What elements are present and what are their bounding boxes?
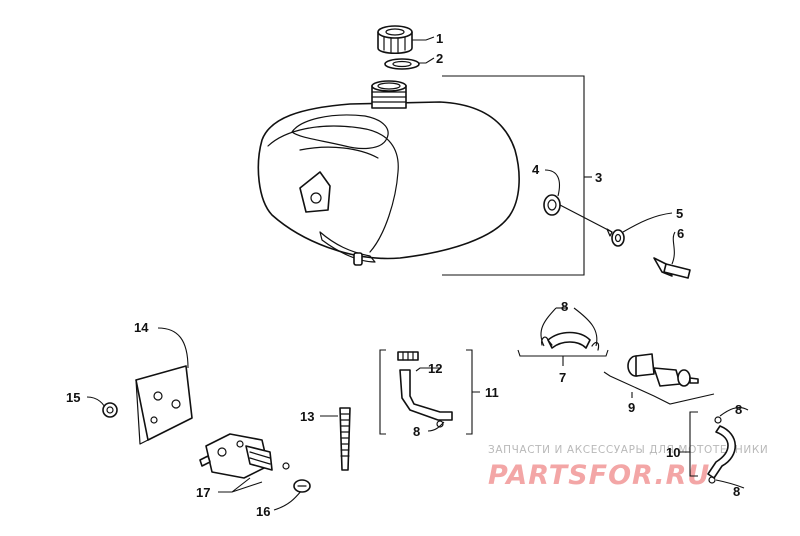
callout-16: 16 xyxy=(256,504,270,519)
fuel-hose-10 xyxy=(707,416,736,484)
callout-4: 4 xyxy=(532,162,540,177)
callout-6: 6 xyxy=(677,226,684,241)
fuel-cap xyxy=(377,25,413,55)
callout-10: 10 xyxy=(666,445,680,460)
nut xyxy=(102,402,118,418)
callout-8-right-top: 8 xyxy=(735,402,742,417)
bracket-7 xyxy=(517,349,609,366)
callout-8-right-bottom: 8 xyxy=(733,484,740,499)
callout-3: 3 xyxy=(595,170,602,185)
callout-7: 7 xyxy=(559,370,566,385)
callout-8-top: 8 xyxy=(561,299,568,314)
fuel-tank xyxy=(257,80,520,266)
grommet xyxy=(543,194,613,233)
callout-5: 5 xyxy=(676,206,683,221)
hose-clamp-leaders xyxy=(540,307,598,347)
fuel-valve xyxy=(199,433,290,479)
fuel-filter xyxy=(627,353,699,387)
callout-1: 1 xyxy=(436,31,443,46)
callout-14: 14 xyxy=(134,320,149,335)
fuel-line-11 xyxy=(397,351,453,428)
cap-gasket xyxy=(384,58,420,70)
bracket-9 xyxy=(603,371,715,405)
watermark-tagline: ЗАПЧАСТИ И АКСЕССУАРЫ ДЛЯ МОТОТЕХНИКИ xyxy=(488,444,768,456)
vent-hose-7 xyxy=(541,331,600,351)
watermark-logo: PARTSFOR.RU xyxy=(488,460,710,491)
leader-lines xyxy=(86,36,749,511)
screw xyxy=(293,479,311,493)
bracket-11 xyxy=(379,349,480,435)
callout-12: 12 xyxy=(428,361,442,376)
callout-11: 11 xyxy=(485,385,499,400)
callout-17: 17 xyxy=(196,485,210,500)
callout-9: 9 xyxy=(628,400,635,415)
callout-8-line: 8 xyxy=(413,424,420,439)
callout-labels: 1 2 3 4 5 6 8 7 9 8 10 8 11 12 8 13 14 1… xyxy=(66,31,742,519)
washer xyxy=(606,228,625,247)
bolt xyxy=(653,257,691,279)
bracket-3 xyxy=(442,75,585,276)
callout-13: 13 xyxy=(300,409,314,424)
mounting-plate xyxy=(135,365,193,445)
bracket-10 xyxy=(680,411,698,477)
callout-15: 15 xyxy=(66,390,80,405)
callout-2: 2 xyxy=(436,51,443,66)
stud xyxy=(339,407,351,471)
watermark: ЗАПЧАСТИ И АКСЕССУАРЫ ДЛЯ МОТОТЕХНИКИ PA… xyxy=(488,444,768,491)
